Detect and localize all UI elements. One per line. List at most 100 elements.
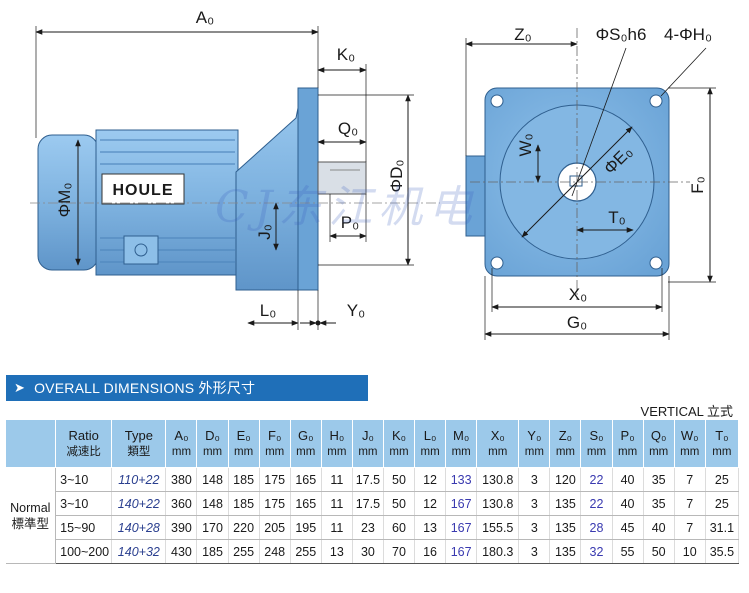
table-cell: 11 bbox=[321, 515, 353, 540]
output-shaft bbox=[317, 161, 367, 195]
table-cell: 35.5 bbox=[705, 539, 740, 564]
table-cell: 16 bbox=[414, 539, 447, 564]
table-cell: 148 bbox=[196, 491, 229, 516]
table-cell: 165 bbox=[290, 491, 322, 516]
table-cell: 133 bbox=[445, 467, 478, 492]
dim-T-label: T₀ bbox=[608, 208, 625, 227]
table-cell: 3~10 bbox=[55, 467, 113, 492]
side-view: HOULE A₀ K₀ Q₀ P₀ ΦD₀ bbox=[30, 8, 440, 330]
table-cell: 3 bbox=[518, 539, 551, 564]
table-cell: 185 bbox=[196, 539, 229, 564]
table-cell: 140+22 bbox=[111, 491, 167, 516]
dim-Q-label: Q₀ bbox=[338, 119, 358, 138]
table-cell: 135 bbox=[549, 515, 582, 540]
dim-K-label: K₀ bbox=[337, 45, 355, 64]
table-cell: 170 bbox=[196, 515, 229, 540]
table-cell: 50 bbox=[643, 539, 675, 564]
table-cell: 135 bbox=[549, 539, 582, 564]
front-view: Z₀ ΦS₀h6 4-ΦH₀ W₀ ΦE₀ F₀ T₀ X₀ G₀ bbox=[465, 25, 716, 340]
technical-drawing: HOULE A₀ K₀ Q₀ P₀ ΦD₀ bbox=[30, 8, 716, 340]
table-cell: 135 bbox=[549, 491, 582, 516]
table-cell: 165 bbox=[290, 467, 322, 492]
table-cell: 30 bbox=[352, 539, 384, 564]
table-cell: 60 bbox=[383, 515, 416, 540]
table-cell: 195 bbox=[290, 515, 322, 540]
table-cell: 15~90 bbox=[55, 515, 113, 540]
table-cell: 180.3 bbox=[476, 539, 520, 564]
group-label-line1: Normal bbox=[10, 500, 51, 515]
table-cell: 167 bbox=[445, 539, 478, 564]
dim-H-label: 4-ΦH₀ bbox=[664, 25, 712, 44]
table-cell: 17.5 bbox=[352, 467, 384, 492]
table-cell: 248 bbox=[259, 539, 291, 564]
table-cell: 25 bbox=[705, 467, 740, 492]
dim-F-label: F₀ bbox=[688, 176, 707, 193]
table-cell: 40 bbox=[643, 515, 675, 540]
table-cell: 185 bbox=[228, 467, 260, 492]
table-cell: 167 bbox=[445, 491, 478, 516]
dim-P-label: P₀ bbox=[341, 213, 359, 232]
dim-Z-label: Z₀ bbox=[514, 25, 531, 44]
mounting-hole-icon bbox=[649, 94, 663, 108]
table-cell: 185 bbox=[228, 491, 260, 516]
table-cell: 11 bbox=[321, 491, 353, 516]
table-cell: 40 bbox=[612, 491, 644, 516]
table-cell: 205 bbox=[259, 515, 291, 540]
dim-M-label: ΦM₀ bbox=[55, 183, 74, 218]
table-cell: 28 bbox=[580, 515, 613, 540]
table-cell: 11 bbox=[321, 467, 353, 492]
table-cell: 7 bbox=[674, 515, 706, 540]
mounting-hole-icon bbox=[490, 256, 504, 270]
table-cell: 17.5 bbox=[352, 491, 384, 516]
table-cell: 7 bbox=[674, 467, 706, 492]
table-cell: 13 bbox=[321, 539, 353, 564]
section-banner: ➤ OVERALL DIMENSIONS 外形尺寸 bbox=[6, 375, 368, 401]
table-cell: 22 bbox=[580, 467, 613, 492]
table-cell: 120 bbox=[549, 467, 582, 492]
table-cell: 175 bbox=[259, 467, 291, 492]
table-cell: 148 bbox=[196, 467, 229, 492]
motor-brand-label: HOULE bbox=[113, 182, 174, 199]
dim-G-label: G₀ bbox=[567, 313, 587, 332]
table-cell: 40 bbox=[612, 467, 644, 492]
table-cell: 430 bbox=[165, 539, 198, 564]
table-cell: 45 bbox=[612, 515, 644, 540]
table-cell: 130.8 bbox=[476, 467, 520, 492]
table-cell: 23 bbox=[352, 515, 384, 540]
table-cell: 380 bbox=[165, 467, 198, 492]
table-cell: 220 bbox=[228, 515, 260, 540]
dim-A-label: A₀ bbox=[196, 8, 214, 27]
table-cell: 31.1 bbox=[705, 515, 740, 540]
table-cell: 22 bbox=[580, 491, 613, 516]
mounting-hole-icon bbox=[649, 256, 663, 270]
table-cell: 12 bbox=[414, 467, 447, 492]
mounting-hole-icon bbox=[490, 94, 504, 108]
section-title: OVERALL DIMENSIONS 外形尺寸 bbox=[34, 380, 256, 396]
header-cell-group bbox=[4, 419, 57, 468]
dim-J-label: J₀ bbox=[255, 224, 274, 240]
table-cell: 10 bbox=[674, 539, 706, 564]
dim-L-label: L₀ bbox=[260, 301, 277, 320]
group-label-line2: 標準型 bbox=[11, 516, 50, 531]
table-cell: 255 bbox=[228, 539, 260, 564]
